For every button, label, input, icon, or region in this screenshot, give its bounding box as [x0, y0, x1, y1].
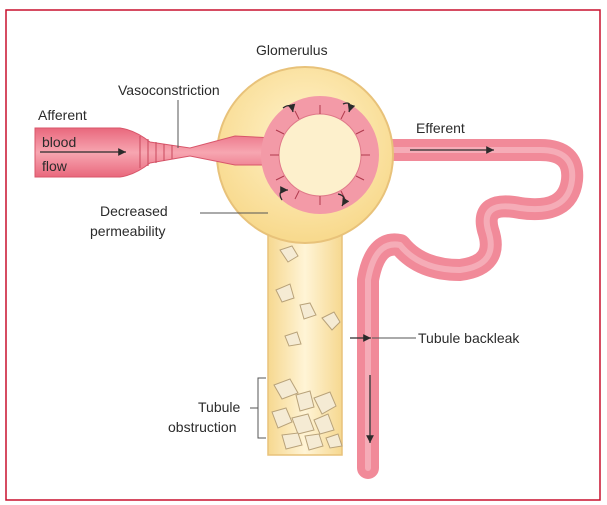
obstruction-bracket: [250, 378, 266, 438]
permeability-label: permeability: [90, 223, 165, 239]
tubule-label: Tubule: [198, 399, 241, 415]
flow-label: flow: [42, 158, 68, 174]
obstruction-label: obstruction: [168, 419, 236, 435]
afferent-label: Afferent: [38, 107, 87, 123]
efferent-vessel-highlight: [368, 150, 572, 468]
blood-label: blood: [42, 134, 76, 150]
glomerular-lumen: [279, 114, 361, 196]
tubule-backleak-label: Tubule backleak: [418, 330, 520, 346]
glomerulus-label: Glomerulus: [256, 42, 328, 58]
efferent-vessel: [368, 150, 572, 468]
efferent-label: Efferent: [416, 120, 465, 136]
decreased-label: Decreased: [100, 203, 168, 219]
vasoconstriction-label: Vasoconstriction: [118, 82, 220, 98]
